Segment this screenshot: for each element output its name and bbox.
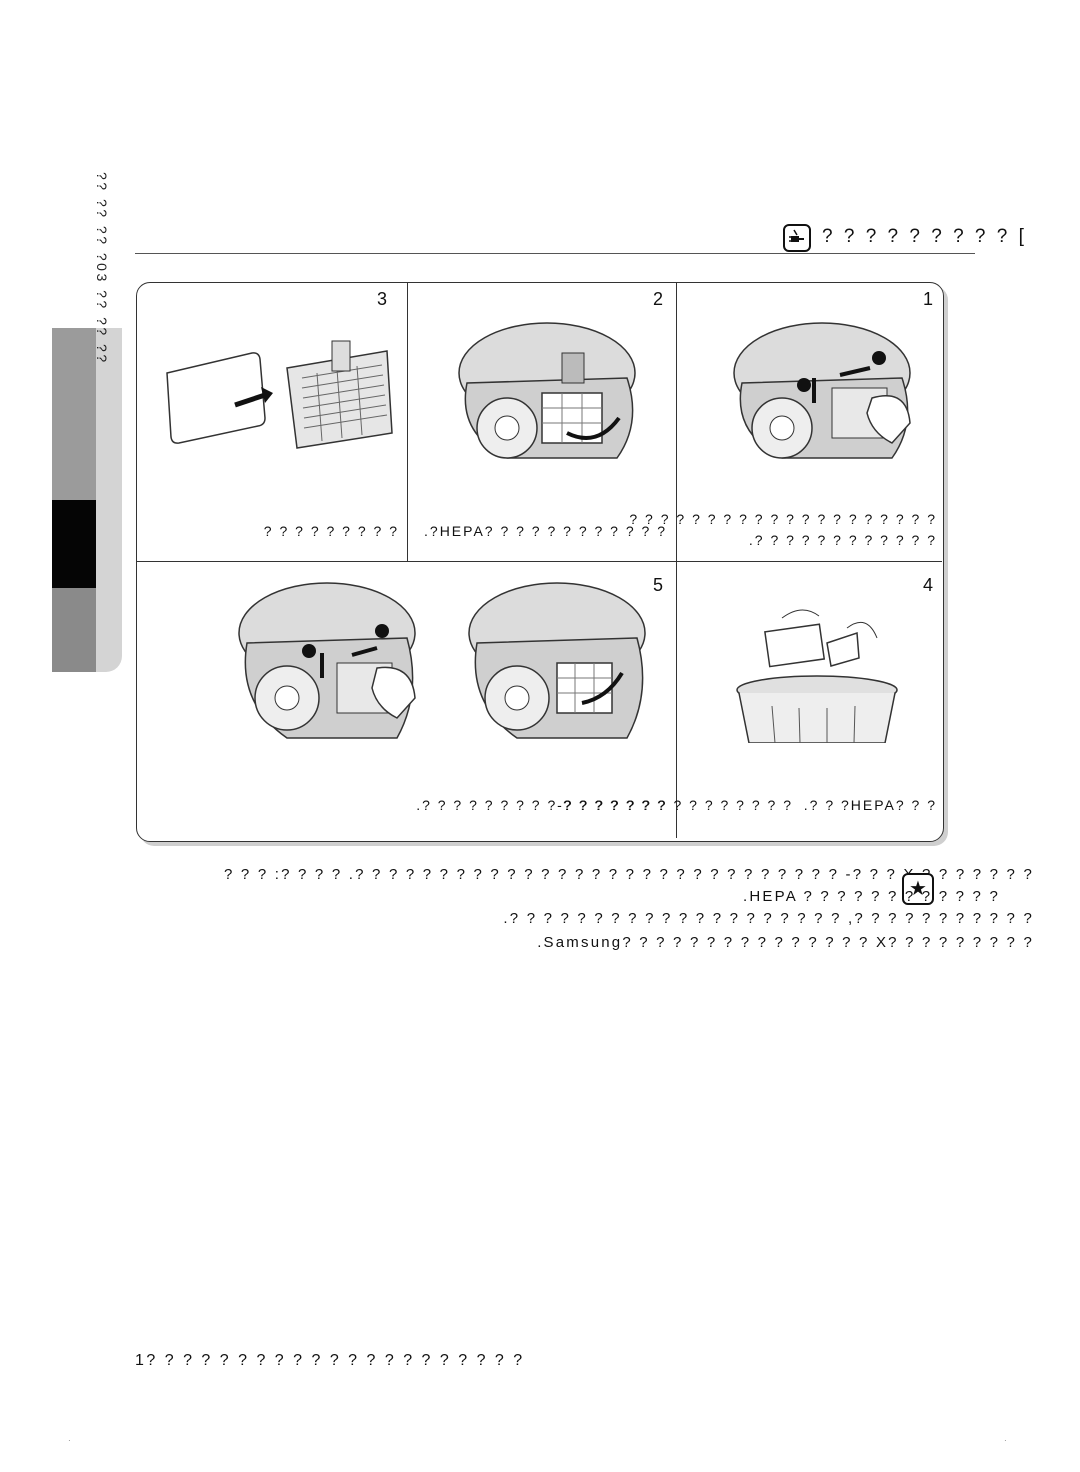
- step-number: 2: [653, 289, 664, 309]
- step-caption: -? ? ? ? ? ? ? ? ? ? ? ? ? ? ?: [557, 797, 793, 813]
- step-number: 4: [923, 575, 934, 595]
- header-divider: [135, 253, 975, 254]
- chapter-tab-light: [52, 328, 96, 500]
- vacuum-insert-filter-illustration: [468, 582, 646, 739]
- side-section-label: ?? ?? ?? ?03 ?? ?? ??: [94, 172, 110, 365]
- corner-mark: ·: [68, 1436, 71, 1445]
- step-number: 5: [653, 575, 664, 595]
- chapter-tab-mid: [52, 588, 96, 672]
- corner-mark: ·: [1004, 1436, 1007, 1445]
- vacuum-open-filter-illustration: [458, 322, 636, 459]
- chapter-tab-rail: [96, 328, 122, 672]
- plug-icon: [783, 224, 811, 252]
- page-title: ? ? ? ? ? ? ? ? ? [: [822, 226, 1027, 247]
- vacuum-close-cover-illustration: [238, 582, 416, 739]
- star-icon: ★: [902, 873, 934, 905]
- note-line: .Samsung? ? ? ? ? ? ? ? ? ? ? ? ? ? ? X?…: [537, 934, 1034, 951]
- step-caption: ? ? ? ? ? ? ? ? ? ? ? ? ? ? ? ? ? ? ? ?: [629, 511, 937, 527]
- note-line: .HEPA ? ? ? ? ? ? ? ? ? ? ? ?: [743, 888, 1000, 905]
- trash-bin-icon: [736, 609, 898, 743]
- steps-frame: 3 ? ? ? ? ? ? ? ? ? 2 .?HEPA? ? ? ? ? ? …: [136, 282, 944, 842]
- step-number: 1: [923, 289, 934, 309]
- grid-divider: [407, 283, 408, 561]
- step-caption: .? ? ? ? ? ? ? ? ? ? ? ?: [748, 532, 937, 548]
- filter-cover-illustration: [166, 340, 393, 449]
- note-line: .? ? ? ? ? ? ? ? ? ? ? ? ? ? ? ? ? ? ? ?…: [503, 910, 1034, 927]
- chapter-tabs: [52, 328, 122, 672]
- step-caption: .?HEPA? ? ? ? ? ? ? ? ? ? ? ?: [424, 523, 667, 539]
- grid-divider: [676, 283, 677, 838]
- step-caption: .? ? ? ? ? ? ? ? ? ? ? ? ? ? ? ?: [416, 797, 667, 813]
- step-caption: .? ? ?HEPA? ? ?: [803, 797, 937, 813]
- step-number: 3: [377, 289, 388, 309]
- arrow-icon: [234, 392, 266, 408]
- grid-divider: [137, 561, 942, 562]
- note-line: ? ? ? :? ? ? ? .? ? ? ? ? ? ? ? ? ? ? ? …: [224, 866, 1034, 883]
- chapter-tab-active: [52, 500, 96, 588]
- step-caption: ? ? ? ? ? ? ? ? ?: [263, 523, 399, 539]
- vacuum-release-cover-illustration: [733, 322, 911, 459]
- page-footer: 1? ? ? ? ? ? ? ? ? ? ? ? ? ? ? ? ? ? ? ?…: [135, 1352, 525, 1369]
